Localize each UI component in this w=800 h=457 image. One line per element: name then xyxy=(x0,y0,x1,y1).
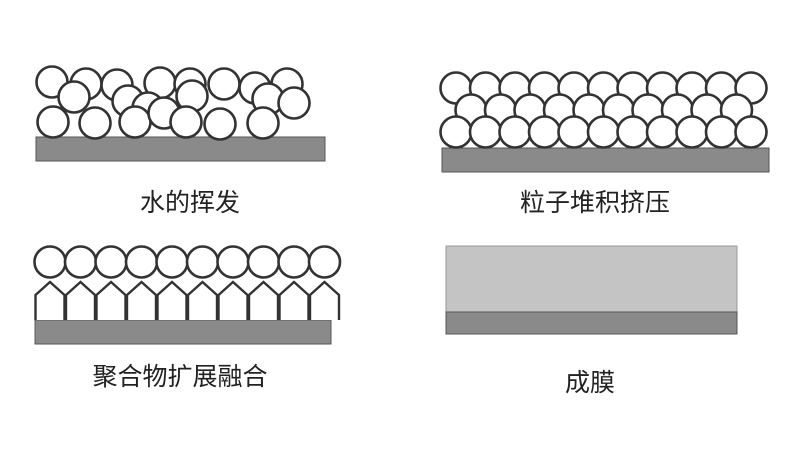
substrate xyxy=(35,136,326,162)
caption-water-evaporation: 水的挥发 xyxy=(139,188,240,217)
caption-particle-packing: 粒子堆积挤压 xyxy=(519,188,670,217)
particle xyxy=(439,115,473,149)
fused-cell xyxy=(34,280,66,320)
substrate xyxy=(445,311,738,335)
fused-cell xyxy=(95,280,127,320)
fused-cell xyxy=(125,280,158,320)
substrate xyxy=(34,319,332,345)
particle xyxy=(57,80,91,114)
particle xyxy=(557,115,591,149)
panel-film-formation xyxy=(445,245,738,335)
particle xyxy=(33,245,67,279)
particle xyxy=(616,115,650,149)
particle xyxy=(468,115,503,149)
fused-cell xyxy=(247,280,280,320)
particle xyxy=(246,106,280,140)
panel-water-evaporation xyxy=(35,65,326,162)
fused-cell xyxy=(278,280,310,320)
panel-polymer-fusion xyxy=(33,245,342,345)
particle xyxy=(169,105,203,139)
fused-cell xyxy=(308,280,341,320)
fused-cell xyxy=(217,280,249,320)
fused-cell xyxy=(156,280,188,320)
film-layer xyxy=(445,245,738,313)
particle xyxy=(645,115,680,149)
caption-polymer-fusion: 聚合物扩展融合 xyxy=(92,362,268,391)
particle xyxy=(36,105,70,139)
particle xyxy=(498,115,532,149)
particle xyxy=(124,245,159,279)
particle xyxy=(94,245,128,279)
particle xyxy=(78,106,112,140)
particle xyxy=(586,115,621,149)
particle xyxy=(118,105,152,139)
particle xyxy=(155,245,189,279)
particle xyxy=(527,115,562,149)
particle xyxy=(277,86,311,120)
fused-cell xyxy=(64,280,97,320)
caption-film-formation: 成膜 xyxy=(564,368,615,397)
particle xyxy=(734,115,768,149)
particle xyxy=(203,107,237,141)
particle xyxy=(307,245,342,279)
particle xyxy=(675,115,709,149)
particle xyxy=(277,245,311,279)
particle xyxy=(246,245,281,279)
particle xyxy=(63,245,98,279)
fused-cell xyxy=(186,280,219,320)
panel-particle-packing xyxy=(439,71,770,173)
substrate xyxy=(441,147,770,173)
particle xyxy=(216,245,250,279)
particle xyxy=(185,245,220,279)
particle xyxy=(207,67,241,101)
particle xyxy=(704,115,739,149)
